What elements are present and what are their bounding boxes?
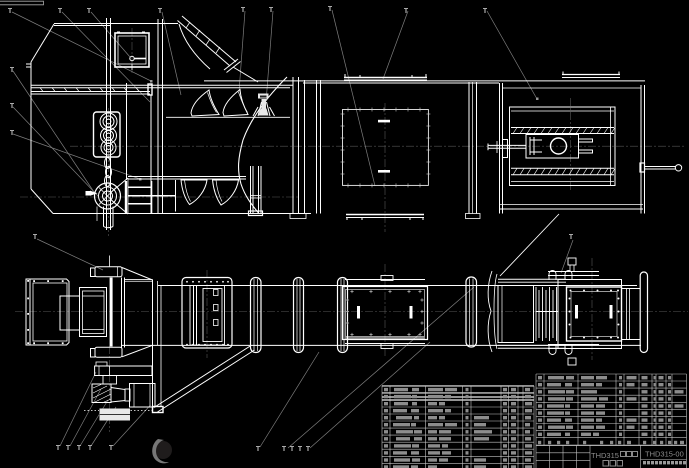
- svg-text:THD315: THD315: [591, 451, 619, 460]
- svg-text:THD315-00: THD315-00: [645, 450, 684, 459]
